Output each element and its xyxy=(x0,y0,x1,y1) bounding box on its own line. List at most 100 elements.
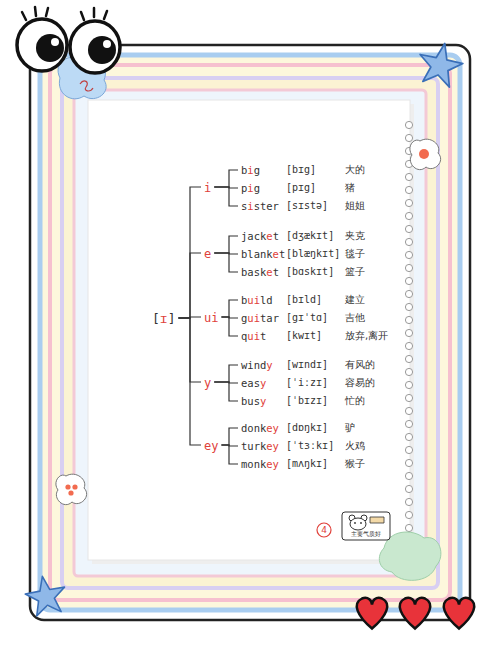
bracket-line xyxy=(214,253,238,272)
letter-group: ey xyxy=(204,439,218,453)
text-part: t xyxy=(279,248,285,260)
spelling-group: y xyxy=(204,374,211,390)
chinese-meaning: 猴子 xyxy=(345,456,365,472)
word-entry: windy[wɪndɪ]有风的 xyxy=(241,357,401,373)
blue-band xyxy=(40,55,460,610)
flower xyxy=(56,474,87,504)
bracket-line xyxy=(221,428,238,445)
text-part: ui xyxy=(247,330,260,342)
binder-rings xyxy=(405,121,412,557)
text-part: e xyxy=(266,230,272,242)
english-word: donkey xyxy=(241,420,279,436)
star xyxy=(415,39,466,89)
text-part: i xyxy=(247,182,253,194)
text-part: wind xyxy=(241,359,266,371)
phonetic: [mʌŋkɪ] xyxy=(286,456,328,472)
text-part: g xyxy=(254,182,260,194)
english-word: sister xyxy=(241,198,279,214)
text-part: ld xyxy=(260,294,273,306)
chinese-meaning: 姐姐 xyxy=(345,198,365,214)
chinese-meaning: 夹克 xyxy=(345,228,365,244)
text-part: g xyxy=(254,164,260,176)
text-part: donk xyxy=(241,422,266,434)
phonetic: [kwɪt] xyxy=(286,328,322,344)
text-part: ey xyxy=(266,422,279,434)
bracket-line xyxy=(214,365,238,382)
chinese-meaning: 毯子 xyxy=(345,246,365,262)
bracket-line xyxy=(214,382,238,401)
phonetic: [blæŋkɪt] xyxy=(286,246,340,262)
sound-root: [ɪ] xyxy=(152,310,175,326)
chinese-meaning: 忙的 xyxy=(345,393,365,409)
phonetic: [gɪˈtɑ] xyxy=(286,310,328,326)
english-word: quit xyxy=(241,328,266,344)
spelling-group: e xyxy=(204,245,211,261)
english-word: build xyxy=(241,292,273,308)
paper xyxy=(88,100,410,560)
star xyxy=(23,573,69,617)
letter-group: i xyxy=(204,181,211,195)
word-entry: easy[ˈiːzɪ]容易的 xyxy=(241,375,401,391)
lavender-band xyxy=(62,78,438,588)
word-entry: donkey [dɒŋkɪ] 驴 xyxy=(241,420,401,436)
english-word: pig xyxy=(241,180,260,196)
hearts xyxy=(357,598,474,629)
text-part: tar xyxy=(260,312,279,324)
chinese-meaning: 篮子 xyxy=(345,264,365,280)
chinese-meaning: 猪 xyxy=(345,180,355,196)
spelling-group: i xyxy=(204,179,211,195)
chinese-meaning: 驴 xyxy=(345,420,355,436)
phonetic: [sɪstə] xyxy=(286,198,328,214)
text-part: i xyxy=(247,164,253,176)
text-part: s xyxy=(241,200,247,212)
inner-band xyxy=(74,90,426,576)
page-number-circle xyxy=(317,523,331,537)
english-word: easy xyxy=(241,375,266,391)
word-entry: busy[ˈbɪzɪ]忙的 xyxy=(241,393,401,409)
text-part: b xyxy=(241,164,247,176)
pink-band xyxy=(50,65,450,600)
phonetic: [ˈtɜːkɪ] xyxy=(286,438,334,454)
bracket-line xyxy=(214,187,238,206)
googly-eyes xyxy=(17,7,120,73)
text-part: y xyxy=(260,395,266,407)
text-part: q xyxy=(241,330,247,342)
letter-group: ui xyxy=(204,311,218,325)
text-part: blank xyxy=(241,248,273,260)
english-word: busy xyxy=(241,393,266,409)
text-part: monk xyxy=(241,458,266,470)
text-part: t xyxy=(273,230,279,242)
english-word: monkey xyxy=(241,456,279,472)
text-part: ɪ xyxy=(160,311,168,326)
word-entry: turkey[ˈtɜːkɪ]火鸡 xyxy=(241,438,401,454)
chinese-meaning: 吉他 xyxy=(345,310,365,326)
text-part: t xyxy=(273,266,279,278)
phonetic: [wɪndɪ] xyxy=(286,357,328,373)
squiggle xyxy=(80,81,93,91)
letter-group: e xyxy=(204,247,211,261)
english-word: windy xyxy=(241,357,273,373)
spelling-group: ui xyxy=(204,309,218,325)
text-part: ey xyxy=(266,440,279,452)
phonetic: [bɪld] xyxy=(286,292,322,308)
phonetic: [dʒækɪt] xyxy=(286,228,334,244)
english-word: basket xyxy=(241,264,279,280)
bracket-line xyxy=(214,236,238,253)
text-part: bus xyxy=(241,395,260,407)
phonetic: [dɒŋkɪ] xyxy=(286,420,328,436)
phonetic: [bɑskɪt] xyxy=(286,264,334,280)
word-entry: quit[kwɪt]放弃,离开 xyxy=(241,328,401,344)
text-part: ] xyxy=(168,311,176,326)
chinese-meaning: 火鸡 xyxy=(345,438,365,454)
text-part: [ xyxy=(152,311,160,326)
english-word: jacket xyxy=(241,228,279,244)
letter-group: y xyxy=(204,376,211,390)
chinese-meaning: 容易的 xyxy=(345,375,375,391)
word-entry: build[bɪld]建立 xyxy=(241,292,401,308)
bracket-line xyxy=(221,300,238,317)
bracket-line xyxy=(221,317,238,336)
text-part: bask xyxy=(241,266,266,278)
text-part: ui xyxy=(247,312,260,324)
text-part: g xyxy=(241,312,247,324)
